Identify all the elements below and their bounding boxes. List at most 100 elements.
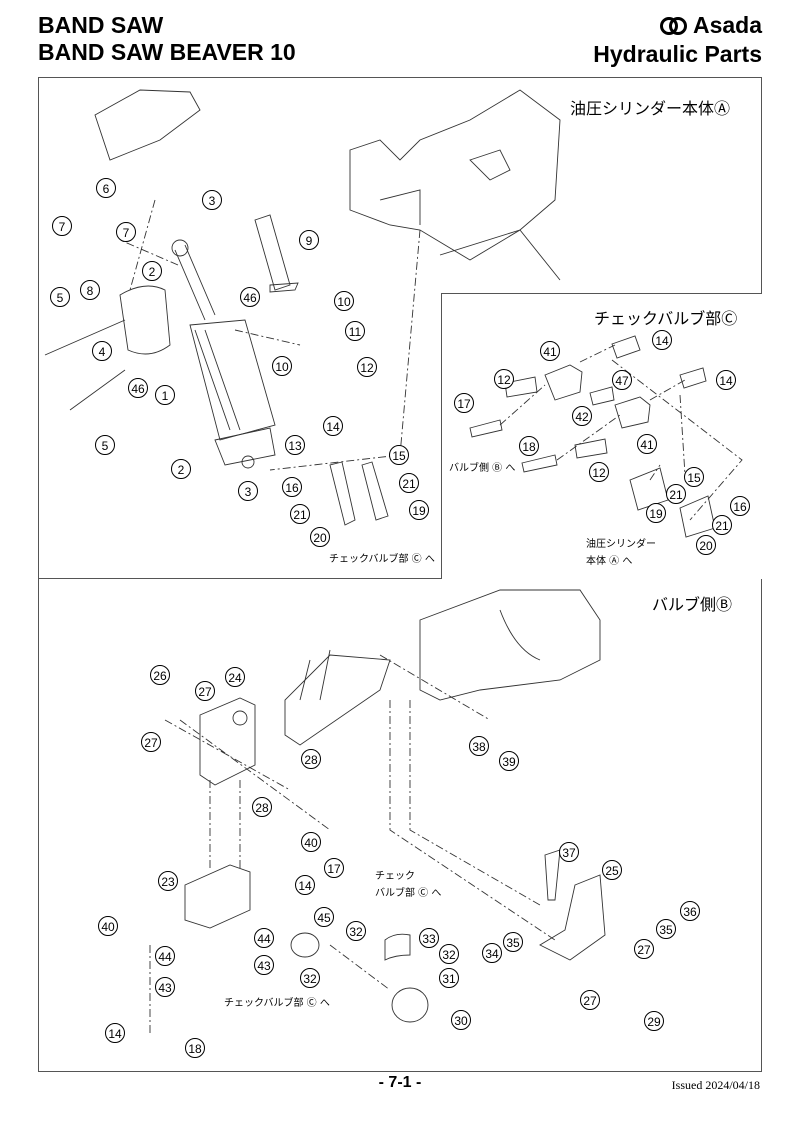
- callout: 44: [254, 928, 274, 948]
- callout: 36: [680, 901, 700, 921]
- callout: 3: [202, 190, 222, 210]
- callout: 23: [158, 871, 178, 891]
- mounting-plate-drawing: [199, 697, 256, 786]
- check-valve-inset: [441, 293, 762, 579]
- callout: 40: [301, 832, 321, 852]
- callout: 38: [469, 736, 489, 756]
- callout: 12: [357, 357, 377, 377]
- callout: 12: [589, 462, 609, 482]
- callout: 44: [155, 946, 175, 966]
- callout: 37: [559, 842, 579, 862]
- callout: 19: [646, 503, 666, 523]
- callout: 14: [652, 330, 672, 350]
- callout: 17: [454, 393, 474, 413]
- note-to-check-b2: チェックバルブ部 Ⓒ へ: [224, 998, 330, 1009]
- callout: 30: [451, 1010, 471, 1030]
- l-bracket-drawing: [539, 874, 606, 961]
- document-title: BAND SAW BAND SAW BEAVER 10: [38, 12, 296, 66]
- callout: 31: [439, 968, 459, 988]
- section-label-cylinder: 油圧シリンダー本体Ⓐ: [570, 99, 731, 118]
- note-to-check-b1-line2: バルブ部 Ⓒ へ: [375, 888, 442, 899]
- callout: 28: [301, 749, 321, 769]
- bracket-drawing: [254, 214, 299, 293]
- callout: 21: [399, 473, 419, 493]
- callout: 39: [499, 751, 519, 771]
- section-divider: [38, 578, 762, 579]
- callout: 11: [345, 321, 365, 341]
- callout: 40: [98, 916, 118, 936]
- machine-frame-bottom-drawing: [284, 589, 601, 746]
- asada-logo-icon: [659, 16, 687, 35]
- note-to-cylinder-line1: 油圧シリンダー: [586, 539, 656, 550]
- callout: 10: [272, 356, 292, 376]
- title-line-1: BAND SAW: [38, 12, 164, 38]
- callout: 27: [634, 939, 654, 959]
- note-to-check-b1-line1: チェック: [375, 871, 415, 882]
- machine-frame-top-drawing: [94, 89, 561, 281]
- callout: 15: [684, 467, 704, 487]
- callout: 18: [185, 1038, 205, 1058]
- callout: 27: [580, 990, 600, 1010]
- callout: 9: [299, 230, 319, 250]
- hydraulic-cylinder-drawing: [171, 239, 276, 469]
- callout: 18: [519, 436, 539, 456]
- callout: 14: [295, 875, 315, 895]
- callout: 4: [92, 341, 112, 361]
- callout: 17: [324, 858, 344, 878]
- callout: 5: [50, 287, 70, 307]
- callout: 27: [141, 732, 161, 752]
- callout: 6: [96, 178, 116, 198]
- cylinder-cover-drawing: [119, 285, 171, 355]
- callout: 25: [602, 860, 622, 880]
- callout: 29: [644, 1011, 664, 1031]
- header-right: Asada Hydraulic Parts: [593, 12, 762, 69]
- callout: 34: [482, 943, 502, 963]
- callout: 32: [346, 921, 366, 941]
- page-number: - 7-1 -: [378, 1074, 422, 1091]
- callout: 14: [323, 416, 343, 436]
- callout: 32: [300, 968, 320, 988]
- callout: 43: [155, 977, 175, 997]
- callout: 42: [572, 406, 592, 426]
- hose-drawing: [329, 461, 389, 526]
- callout: 2: [171, 459, 191, 479]
- callout: 19: [409, 500, 429, 520]
- title-line-2: BAND SAW BEAVER 10: [38, 39, 296, 65]
- callout: 20: [310, 527, 330, 547]
- callout: 8: [80, 280, 100, 300]
- section-label-check-valve: チェックバルブ部Ⓒ: [594, 309, 738, 328]
- callout: 1: [155, 385, 175, 405]
- callout: 14: [105, 1023, 125, 1043]
- callout: 10: [334, 291, 354, 311]
- callout: 5: [95, 435, 115, 455]
- note-to-check-valve: チェックバルブ部 Ⓒ へ: [329, 554, 435, 565]
- brand: Asada: [593, 12, 762, 39]
- callout: 35: [656, 919, 676, 939]
- callout: 27: [195, 681, 215, 701]
- cable-tie-drawing: [44, 319, 126, 411]
- callout: 32: [439, 944, 459, 964]
- callout: 12: [494, 369, 514, 389]
- knob-drawing: [290, 932, 320, 958]
- callout: 20: [696, 535, 716, 555]
- callout: 24: [225, 667, 245, 687]
- callout: 45: [314, 907, 334, 927]
- callout: 2: [142, 261, 162, 281]
- callout: 3: [238, 481, 258, 501]
- note-to-valve-side: バルブ側 Ⓑ へ: [449, 463, 516, 474]
- brand-name: Asada: [692, 12, 762, 38]
- note-to-cylinder-line2: 本体 Ⓐ へ: [586, 556, 633, 567]
- callout: 28: [252, 797, 272, 817]
- callout: 21: [290, 504, 310, 524]
- dial-drawing: [391, 987, 429, 1023]
- callout: 26: [150, 665, 170, 685]
- callout: 15: [389, 445, 409, 465]
- callout: 46: [240, 287, 260, 307]
- callout: 21: [712, 515, 732, 535]
- callout: 35: [503, 932, 523, 952]
- issued-date: Issued 2024/04/18: [671, 1078, 760, 1092]
- callout: 21: [666, 484, 686, 504]
- callout: 13: [285, 435, 305, 455]
- callout: 33: [419, 928, 439, 948]
- callout: 41: [540, 341, 560, 361]
